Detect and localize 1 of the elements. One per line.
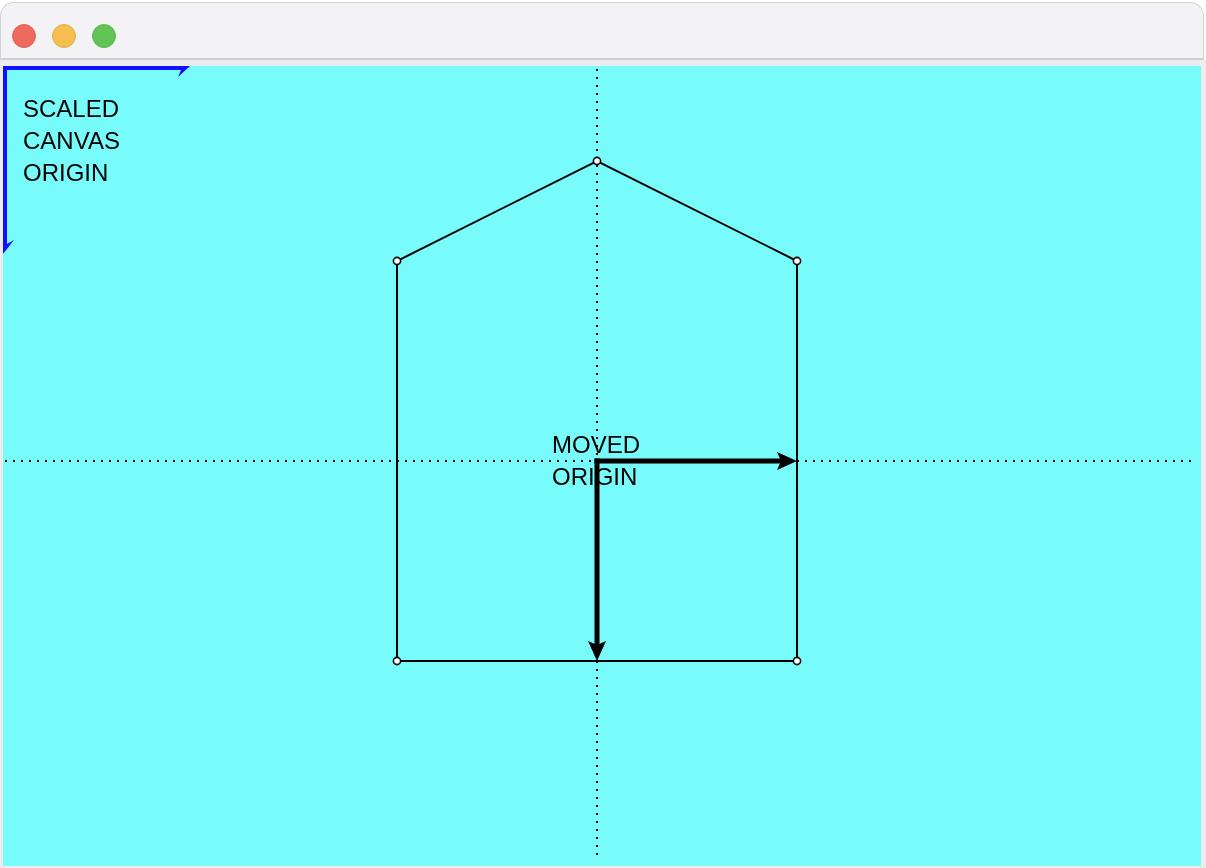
origin-label: SCALED CANVAS ORIGIN: [23, 94, 120, 188]
